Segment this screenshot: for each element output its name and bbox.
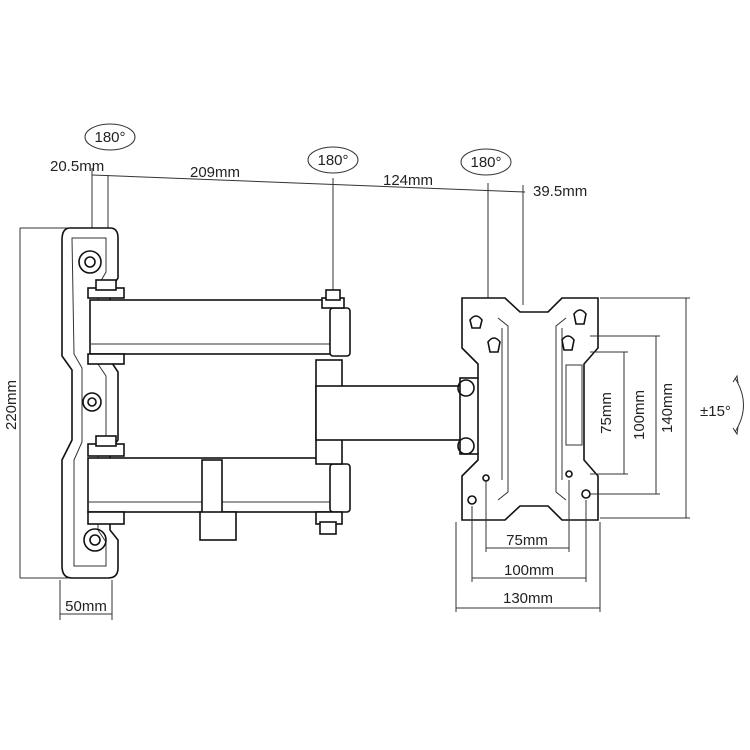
- middle-arm: [315, 359, 491, 465]
- dim-vesa-75-vertical: 75mm: [598, 392, 615, 434]
- dim-plate-width: 50mm: [65, 598, 107, 615]
- upper-arm: [87, 279, 351, 365]
- dim-vesa-75-horizontal: 75mm: [506, 532, 548, 549]
- rotation-middle-text: 180°: [317, 152, 348, 169]
- rotation-wall-label: 180°: [84, 123, 136, 151]
- top-dimension-chain: [91, 168, 526, 305]
- dim-vesa-100-vertical: 100mm: [631, 390, 648, 440]
- vesa-head-plate: [461, 297, 599, 521]
- plate-width-dimension: 50mm: [59, 580, 113, 620]
- vesa-horizontal-dimensions: 75mm 100mm 130mm: [455, 480, 601, 612]
- tilt-text: ±15°: [700, 403, 731, 420]
- dim-vesa-100-horizontal: 100mm: [504, 562, 554, 579]
- dim-arm2: 124mm: [383, 172, 433, 189]
- rotation-head-label: 180°: [460, 148, 512, 176]
- rotation-head-text: 180°: [470, 154, 501, 171]
- dim-head-offset: 39.5mm: [533, 183, 587, 200]
- height-dimension: 220mm: [3, 227, 68, 579]
- rotation-wall-text: 180°: [94, 129, 125, 146]
- rotation-middle-label: 180°: [307, 146, 359, 174]
- dim-arm1: 209mm: [190, 164, 240, 181]
- dim-wall-offset: 20.5mm: [50, 158, 104, 175]
- dim-height-140: 140mm: [659, 383, 676, 433]
- dim-width-130: 130mm: [503, 590, 553, 607]
- lower-arm: [87, 435, 351, 541]
- vesa-vertical-dimensions: 140mm 100mm 75mm: [590, 297, 690, 519]
- dim-height: 220mm: [3, 380, 20, 430]
- tilt-indicator: ±15°: [700, 374, 744, 436]
